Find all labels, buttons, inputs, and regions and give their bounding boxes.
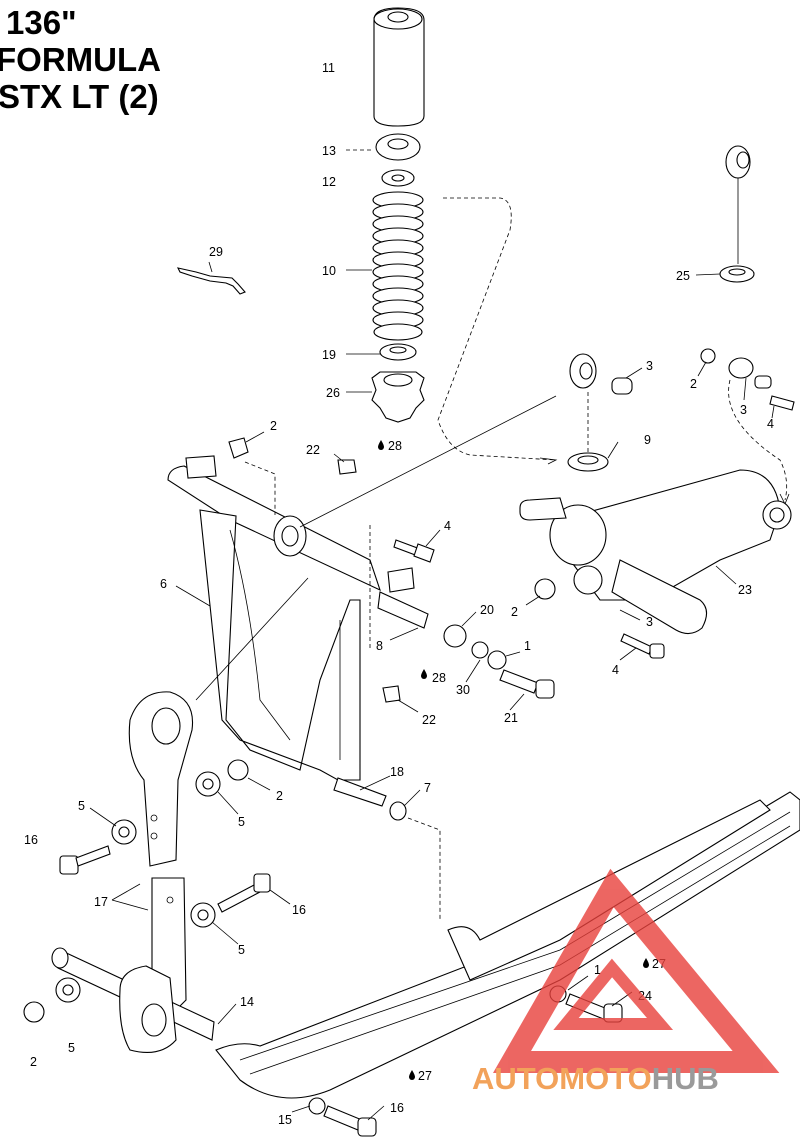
watermark-brand-part2: HUB	[652, 1061, 719, 1096]
callout-labels: 11 13 12 10 19 26 29 25 3 2 3 4 9 2 22 2…	[24, 61, 774, 1127]
nut-dash-line	[244, 461, 276, 515]
callout-3-rear: 3	[646, 615, 653, 629]
grease-drop-icon	[643, 958, 649, 968]
front-nut-part	[228, 437, 249, 459]
callout-4-right: 4	[767, 417, 774, 431]
axle-bolt-part	[499, 669, 555, 699]
callout-16-left: 16	[24, 833, 38, 847]
diagram-title: 136" FORMULA STX LT (2)	[0, 4, 161, 115]
watermark-inner-triangle-icon	[553, 958, 674, 1030]
callout-2-top: 2	[690, 377, 697, 391]
callout-5-low: 5	[238, 943, 245, 957]
callout-16-mid: 16	[292, 903, 306, 917]
callout-4-rear: 4	[612, 663, 619, 677]
callout-9: 9	[644, 433, 651, 447]
callout-2-front: 2	[270, 419, 277, 433]
title-line-2: FORMULA	[0, 41, 161, 78]
washer-20-part	[443, 624, 467, 648]
callout-7: 7	[424, 781, 431, 795]
washer-7-part	[389, 801, 407, 821]
rear-nut-part	[534, 578, 556, 600]
callout-11: 11	[322, 61, 335, 75]
callout-21: 21	[504, 711, 518, 725]
grease-fitting-lower	[382, 685, 401, 703]
callout-13: 13	[322, 144, 336, 158]
callout-5-mid: 5	[238, 815, 245, 829]
callout-5-left: 5	[78, 799, 85, 813]
assembly-arrow	[539, 457, 558, 465]
adjuster-cam-part	[371, 371, 425, 423]
watermark-brand: AUTOMOTOHUB	[472, 1061, 719, 1096]
callout-16-bottom: 16	[390, 1101, 404, 1115]
front-bolt-part	[393, 539, 435, 563]
left-bolts-part	[59, 845, 271, 913]
callout-20: 20	[480, 603, 494, 617]
left-washers-part	[23, 759, 249, 1023]
callout-17: 17	[94, 895, 108, 909]
callout-19: 19	[322, 348, 336, 362]
title-line-3: STX LT (2)	[0, 78, 159, 115]
callout-2-bottom: 2	[30, 1055, 37, 1069]
callout-27-bottom: 27	[418, 1069, 432, 1083]
shock-mount-line	[299, 395, 557, 528]
watermark-logo	[492, 868, 780, 1073]
callout-23: 23	[738, 583, 752, 597]
callout-30: 30	[456, 683, 470, 697]
callout-3-right: 3	[740, 403, 747, 417]
assembly-path-line	[437, 197, 557, 461]
callout-18: 18	[390, 765, 404, 779]
callout-12: 12	[322, 175, 336, 189]
callout-14: 14	[240, 995, 254, 1009]
bottom-bolt-part	[308, 1097, 377, 1137]
callout-3-top: 3	[646, 359, 653, 373]
front-link-line	[195, 577, 309, 701]
watermark-brand-part1: AUTOMOTO	[472, 1061, 652, 1096]
callout-2-rear: 2	[511, 605, 518, 619]
coil-spring-part	[372, 191, 424, 341]
rear-upper-hardware	[569, 348, 795, 505]
callout-4-mid: 4	[444, 519, 451, 533]
callout-10: 10	[322, 264, 336, 278]
callout-22-top: 22	[306, 443, 320, 457]
front-link-part	[128, 691, 194, 1011]
callout-5-bottom: 5	[68, 1041, 75, 1055]
callout-22-mid: 22	[422, 713, 436, 727]
shock-bushing-hole	[577, 455, 599, 465]
spring-seat-hole	[389, 346, 407, 354]
front-arm-part	[167, 455, 429, 807]
rear-arm-part	[519, 469, 792, 635]
callout-29: 29	[209, 245, 223, 259]
washer-1-part	[487, 650, 507, 670]
watermark-triangle-icon	[492, 868, 780, 1073]
leader-lines	[89, 149, 775, 1121]
callout-26: 26	[326, 386, 340, 400]
callout-15: 15	[278, 1113, 292, 1127]
callout-28-top: 28	[388, 439, 402, 453]
callout-6: 6	[160, 577, 167, 591]
rear-bolt-part	[620, 633, 665, 659]
lower-dash-line	[407, 817, 441, 920]
callout-8: 8	[376, 639, 383, 653]
title-line-1: 136"	[6, 4, 77, 41]
callout-1-low: 1	[594, 963, 601, 977]
callout-28-mid: 28	[432, 671, 446, 685]
callout-1-mid: 1	[524, 639, 531, 653]
callout-25: 25	[676, 269, 690, 283]
grease-drop-icon	[378, 440, 384, 450]
upper-bushing-part	[719, 145, 755, 283]
hairpin-clip-part	[176, 267, 246, 295]
spring-retainer-part	[375, 133, 421, 187]
washer-30-part	[471, 641, 489, 659]
cross-shaft-part	[51, 947, 215, 1053]
callout-2-left: 2	[276, 789, 283, 803]
grease-fitting-part	[337, 459, 357, 475]
grease-drop-icon	[409, 1070, 415, 1080]
grease-drop-icon	[421, 669, 427, 679]
shock-body-part	[373, 7, 425, 127]
